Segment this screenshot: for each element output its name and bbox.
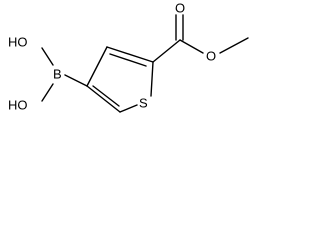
- bond-c2-c3-inner: [109, 53, 147, 67]
- bond-c2-c3: [106, 46, 154, 63]
- bond-c-oester: [179, 39, 204, 54]
- atom-label-ho-lower: HO: [8, 97, 28, 112]
- bond-c4-c5-inner: [92, 85, 120, 107]
- bond-c2-ccarbonyl: [152, 39, 181, 63]
- atom-label-o-carbonyl: O: [175, 0, 185, 15]
- atom-label-b: B: [53, 66, 62, 81]
- bond-c3-c4: [86, 46, 108, 87]
- bond-oester-methyl: [219, 37, 249, 54]
- bond-b-oh-lower: [41, 83, 54, 102]
- atom-label-o-ester: O: [206, 48, 216, 63]
- structure-diagram: O O S B HO HO: [8, 0, 249, 113]
- bond-b-oh-upper: [41, 47, 54, 66]
- atom-label-s: S: [139, 95, 148, 110]
- bond-c3-b: [64, 74, 88, 87]
- atom-label-ho-upper: HO: [8, 34, 28, 49]
- bond-c4-c5-outer: [86, 85, 121, 113]
- bond-s-c2: [150, 61, 154, 97]
- bond-c5-s: [119, 104, 138, 113]
